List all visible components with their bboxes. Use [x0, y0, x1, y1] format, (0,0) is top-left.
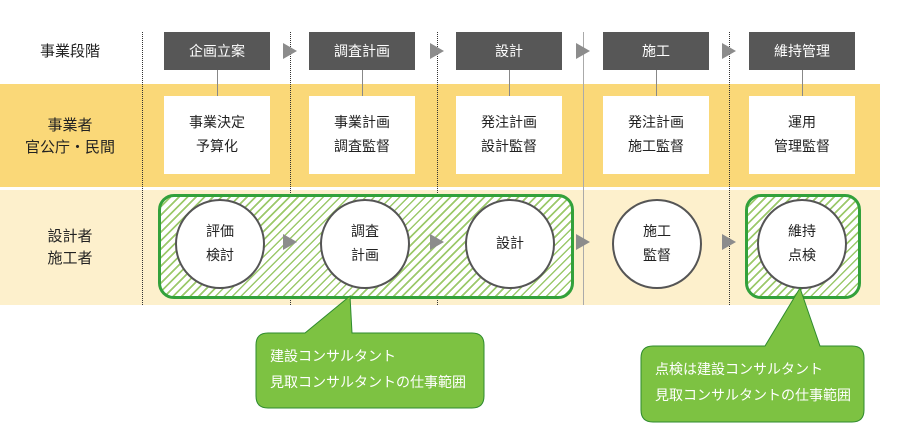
designer-task-survey: 調査 計画	[320, 199, 410, 289]
stage-survey: 調査計画	[309, 32, 415, 70]
connector-line	[802, 70, 803, 96]
designer-task-design: 設計	[465, 199, 555, 289]
row-label-phase: 事業段階	[39, 42, 100, 60]
arrow-right-icon	[576, 43, 590, 59]
designer-task-evaluation: 評価 検討	[175, 199, 265, 289]
connector-line	[509, 70, 510, 96]
owner-row-band	[0, 84, 880, 187]
callout-right-text: 点検は建設コンサルタント 見取コンサルタントの仕事範囲	[655, 362, 851, 404]
owner-task-planning: 事業決定 予算化	[164, 96, 270, 174]
arrow-right-icon	[722, 234, 736, 250]
stage-construction: 施工	[603, 32, 709, 70]
connector-line	[217, 70, 218, 96]
owner-task-maintenance: 運用 管理監督	[749, 96, 855, 174]
arrow-right-icon	[430, 43, 444, 59]
owner-task-survey: 事業計画 調査監督	[309, 96, 415, 174]
callout-left-text: 建設コンサルタント 見取コンサルタントの仕事範囲	[270, 349, 466, 391]
stage-design: 設計	[456, 32, 562, 70]
row-label-designer: 設計者 施工者	[47, 227, 93, 267]
arrow-right-icon	[576, 234, 590, 250]
owner-task-construction: 発注計画 施工監督	[603, 96, 709, 174]
owner-task-design: 発注計画 設計監督	[456, 96, 562, 174]
column-divider	[729, 32, 730, 305]
connector-line	[656, 70, 657, 96]
arrow-right-icon	[283, 234, 297, 250]
arrow-right-icon	[430, 234, 444, 250]
arrow-right-icon	[722, 43, 736, 59]
column-divider	[583, 32, 584, 305]
stage-planning: 企画立案	[164, 32, 270, 70]
arrow-right-icon	[283, 43, 297, 59]
column-divider	[290, 32, 291, 305]
callout-right-bubble	[640, 286, 865, 423]
row-label-owner: 事業者 官公庁・民間	[24, 116, 115, 156]
designer-task-maintenance: 維持 点検	[757, 199, 847, 289]
connector-line	[362, 70, 363, 96]
designer-task-supervision: 施工 監督	[612, 199, 702, 289]
column-divider	[437, 32, 438, 305]
callout-left-bubble	[255, 294, 485, 409]
stage-maintenance: 維持管理	[749, 32, 855, 70]
column-divider	[142, 32, 143, 305]
